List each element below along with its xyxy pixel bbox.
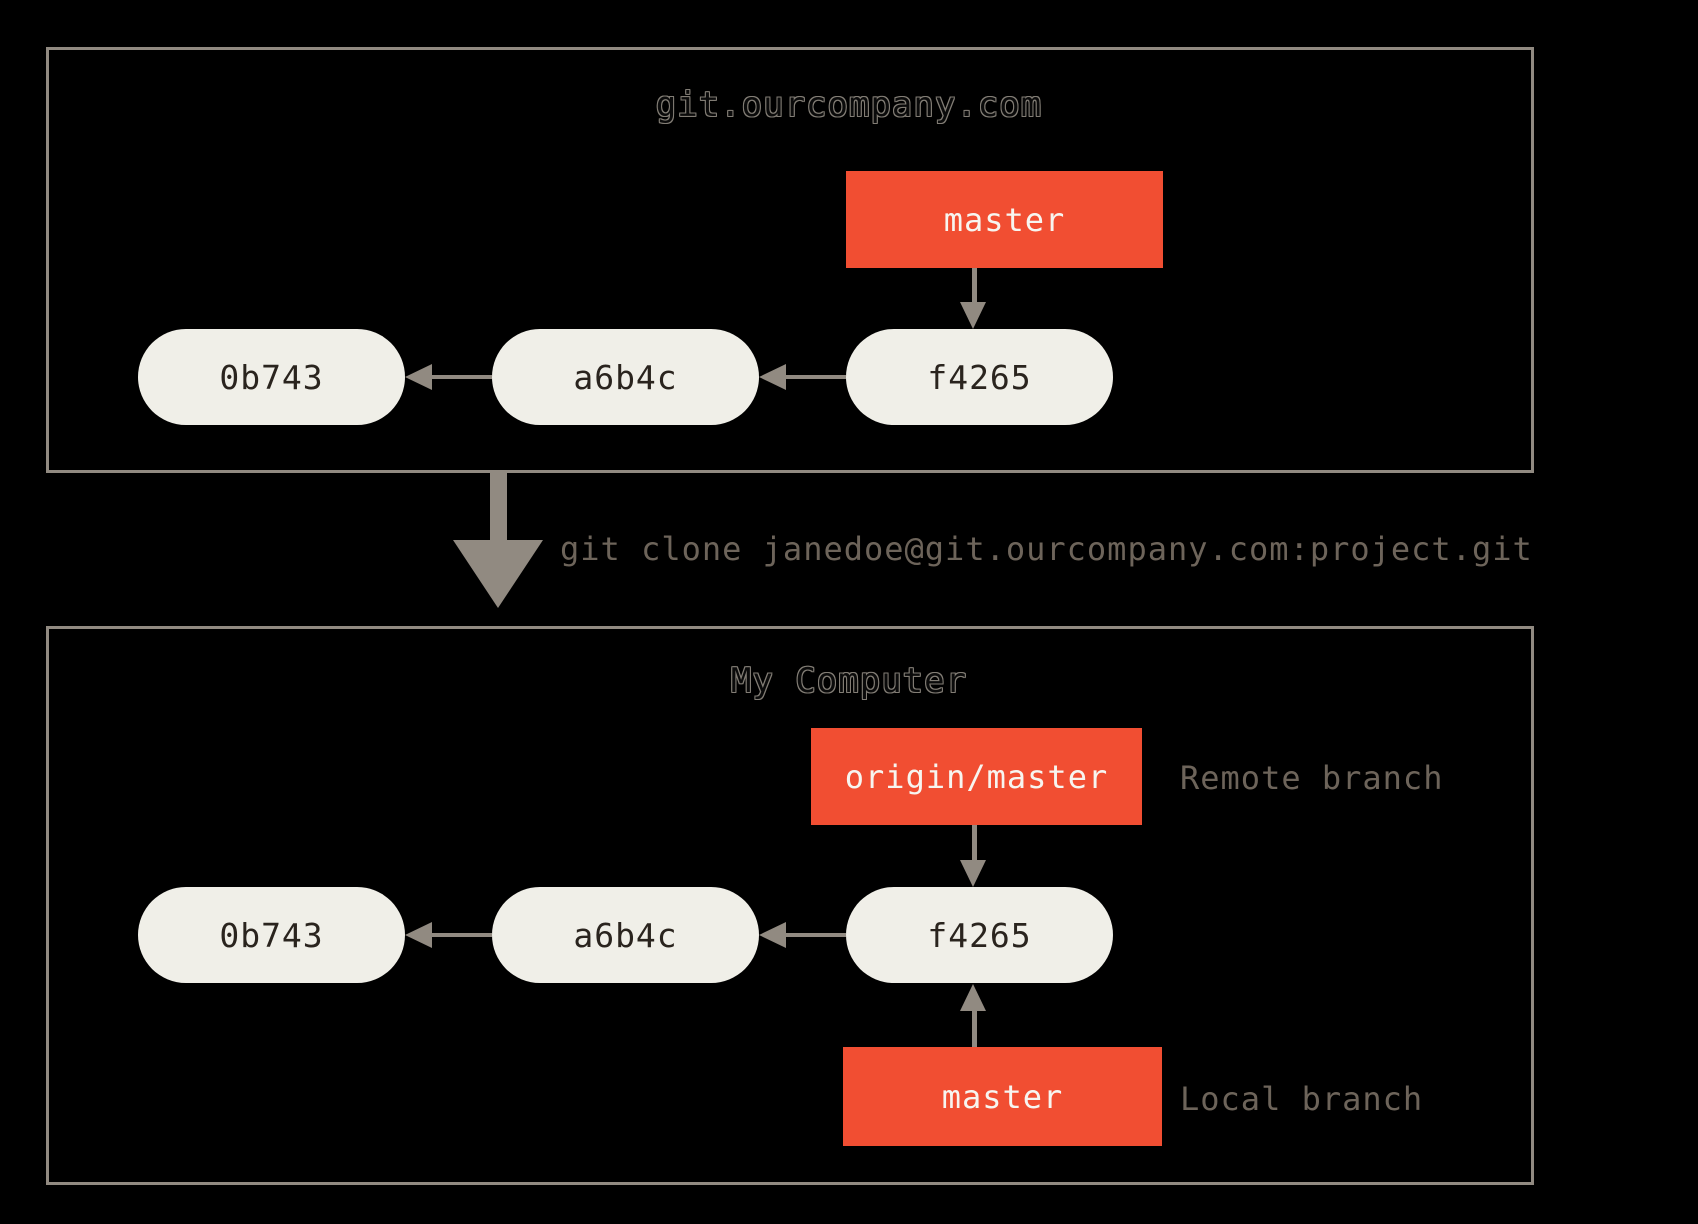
remote-branch-arrow-shaft — [972, 825, 977, 861]
local-parent-arrow-head-1 — [405, 922, 432, 948]
server-commit-f4265: f4265 — [846, 329, 1113, 425]
local-parent-arrow-head-2 — [759, 922, 786, 948]
remote-branch-arrow-head — [960, 860, 986, 887]
server-box — [46, 47, 1534, 473]
server-parent-arrow-head-1 — [405, 364, 432, 390]
server-commit-0b743: 0b743 — [138, 329, 405, 425]
server-title: git.ourcompany.com — [655, 85, 1043, 125]
remote-branch-annotation: Remote branch — [1180, 759, 1444, 797]
local-parent-arrow-shaft-1 — [431, 933, 492, 937]
server-branch-arrow-shaft — [972, 268, 977, 303]
my-computer-title: My Computer — [730, 661, 968, 701]
local-branch-arrow-head — [960, 984, 986, 1011]
local-master-branch-box: master — [843, 1047, 1162, 1146]
local-branch-annotation: Local branch — [1180, 1080, 1424, 1118]
local-branch-arrow-shaft — [972, 1010, 977, 1047]
local-commit-a6b4c: a6b4c — [492, 887, 759, 983]
local-commit-f4265: f4265 — [846, 887, 1113, 983]
server-parent-arrow-head-2 — [759, 364, 786, 390]
server-parent-arrow-shaft-1 — [431, 375, 492, 379]
my-computer-box — [46, 626, 1534, 1185]
local-commit-0b743: 0b743 — [138, 887, 405, 983]
local-parent-arrow-shaft-2 — [785, 933, 846, 937]
server-commit-a6b4c: a6b4c — [492, 329, 759, 425]
server-parent-arrow-shaft-2 — [785, 375, 846, 379]
server-master-branch-box: master — [846, 171, 1163, 268]
clone-command-text: git clone janedoe@git.ourcompany.com:pro… — [560, 530, 1533, 568]
remote-tracking-branch-box: origin/master — [811, 728, 1142, 825]
clone-flow-arrow-shaft — [490, 473, 507, 540]
clone-flow-arrow-head — [453, 540, 543, 608]
server-branch-arrow-head — [960, 302, 986, 329]
